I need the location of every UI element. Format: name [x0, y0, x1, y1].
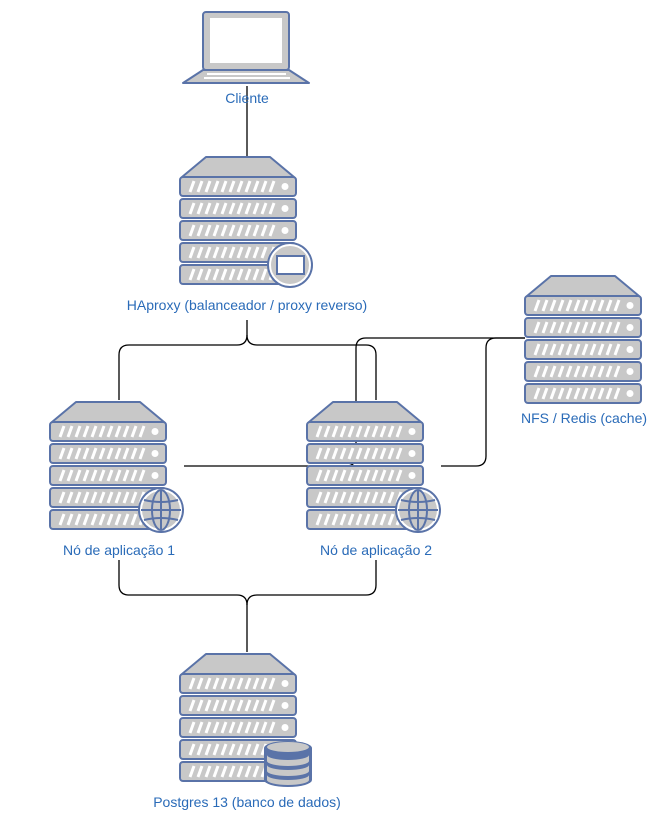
app1-db-connector — [118, 560, 248, 652]
laptop-icon — [182, 11, 310, 84]
server-with-monitor-icon — [180, 157, 313, 288]
nfs-redis-label: NFS / Redis (cache) — [520, 410, 648, 426]
server-with-globe-icon — [307, 402, 442, 534]
server-with-database-icon — [180, 654, 312, 787]
connectors — [118, 86, 525, 652]
postgres-label: Postgres 13 (banco de dados) — [153, 794, 341, 810]
app2-nfs-connector — [441, 337, 525, 467]
server-icon — [525, 276, 641, 403]
haproxy-app1-connector — [118, 320, 248, 400]
haproxy-label: HAproxy (balanceador / proxy reverso) — [126, 297, 368, 313]
haproxy-app2-connector — [246, 334, 377, 400]
server-with-globe-icon — [50, 402, 185, 534]
app-node-1-label: Nó de aplicação 1 — [62, 542, 176, 558]
client-label: Cliente — [225, 90, 269, 106]
app-node-2-label: Nó de aplicação 2 — [319, 542, 433, 558]
app2-db-connector — [246, 560, 377, 606]
